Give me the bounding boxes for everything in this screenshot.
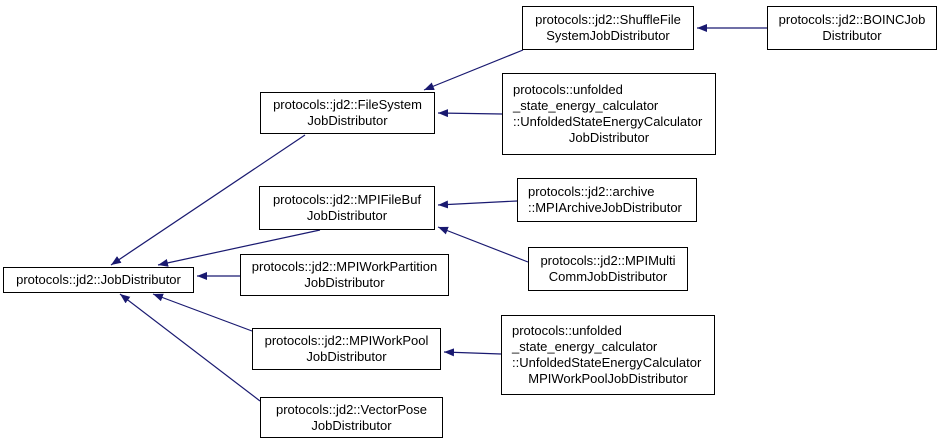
edge-unfoldedjd-to-filesys bbox=[437, 109, 503, 118]
node-boinc-jobdistributor[interactable]: protocols::jd2::BOINCJob Distributor bbox=[767, 6, 937, 50]
node-mpiarchive-jobdistributor[interactable]: protocols::jd2::archive ::MPIArchiveJobD… bbox=[517, 178, 697, 222]
node-label-line: JobDistributor bbox=[307, 113, 388, 128]
node-label-line: JobDistributor bbox=[568, 130, 650, 145]
node-label-line: MPIWorkPoolJobDistributor bbox=[528, 371, 688, 386]
node-label-line: SystemJobDistributor bbox=[546, 28, 670, 43]
node-label-line: protocols::jd2::BOINCJob bbox=[778, 12, 926, 27]
node-label-line: _state_energy_calculator bbox=[513, 98, 659, 113]
node-label-line: JobDistributor bbox=[306, 349, 387, 364]
node-shufflefilesystem-jobdistributor[interactable]: protocols::jd2::ShuffleFile SystemJobDis… bbox=[522, 6, 694, 50]
node-label-line: JobDistributor bbox=[304, 275, 385, 290]
edge-mpimulti-to-mpifilebuf bbox=[437, 226, 529, 263]
node-label-line: protocols::jd2::ShuffleFile bbox=[535, 12, 681, 27]
node-label-line: Distributor bbox=[822, 28, 882, 43]
node-label-line: ::UnfoldedStateEnergyCalculator bbox=[513, 114, 703, 129]
node-mpimulticomm-jobdistributor[interactable]: protocols::jd2::MPIMulti CommJobDistribu… bbox=[528, 247, 688, 291]
node-filesystem-jobdistributor[interactable]: protocols::jd2::FileSystem JobDistributo… bbox=[260, 92, 435, 134]
node-label-line: JobDistributor bbox=[306, 208, 388, 223]
node-label-line: ::MPIArchiveJobDistributor bbox=[528, 200, 682, 215]
node-unfoldedstateenergycalculator-jobdistributor[interactable]: protocols::unfolded _state_energy_calcul… bbox=[502, 73, 716, 155]
node-label-line: JobDistributor bbox=[311, 417, 392, 433]
node-jobdistributor[interactable]: protocols::jd2::JobDistributor bbox=[3, 267, 194, 293]
node-label-line: _state_energy_calculator bbox=[512, 339, 658, 354]
edge-shuffle-to-filesys bbox=[423, 49, 524, 91]
node-label-line: protocols::jd2::VectorPose bbox=[275, 401, 428, 417]
node-label-line: protocols::jd2::MPIMulti bbox=[540, 253, 676, 268]
node-unfoldedstateenergycalculator-mpiworkpool-jobdistributor[interactable]: protocols::unfolded _state_energy_calcul… bbox=[501, 315, 715, 395]
edge-vectorpose-to-jd bbox=[119, 293, 261, 402]
edge-archive-to-mpifilebuf bbox=[437, 200, 518, 209]
node-mpiworkpool-jobdistributor[interactable]: protocols::jd2::MPIWorkPool JobDistribut… bbox=[252, 328, 441, 370]
node-vectorpose-jobdistributor[interactable]: protocols::jd2::VectorPose JobDistributo… bbox=[260, 397, 443, 438]
node-label-line: CommJobDistributor bbox=[548, 269, 668, 284]
node-mpiworkpartition-jobdistributor[interactable]: protocols::jd2::MPIWorkPartition JobDist… bbox=[240, 254, 449, 296]
node-label-line: ::UnfoldedStateEnergyCalculator bbox=[512, 355, 702, 370]
node-label-line: protocols::jd2::MPIFileBuf bbox=[272, 192, 422, 207]
edge-mpifilebuf-to-jd bbox=[157, 229, 321, 267]
node-label-line: protocols::unfolded bbox=[512, 323, 622, 338]
node-mpifilebuf-jobdistributor[interactable]: protocols::jd2::MPIFileBuf JobDistributo… bbox=[259, 186, 435, 230]
node-label-line: protocols::jd2::JobDistributor bbox=[16, 272, 181, 287]
node-label-line: protocols::jd2::MPIWorkPartition bbox=[251, 259, 438, 274]
edge-unfoldedwp-to-workpool bbox=[443, 348, 502, 357]
node-label-line: protocols::jd2::FileSystem bbox=[273, 97, 422, 112]
node-label-line: protocols::jd2::MPIWorkPool bbox=[264, 333, 429, 348]
edge-workpool-to-jd bbox=[152, 293, 253, 332]
node-label-line: protocols::unfolded bbox=[513, 82, 623, 97]
node-label-line: protocols::jd2::archive bbox=[528, 184, 655, 199]
edge-filesys-to-jd bbox=[110, 134, 306, 266]
